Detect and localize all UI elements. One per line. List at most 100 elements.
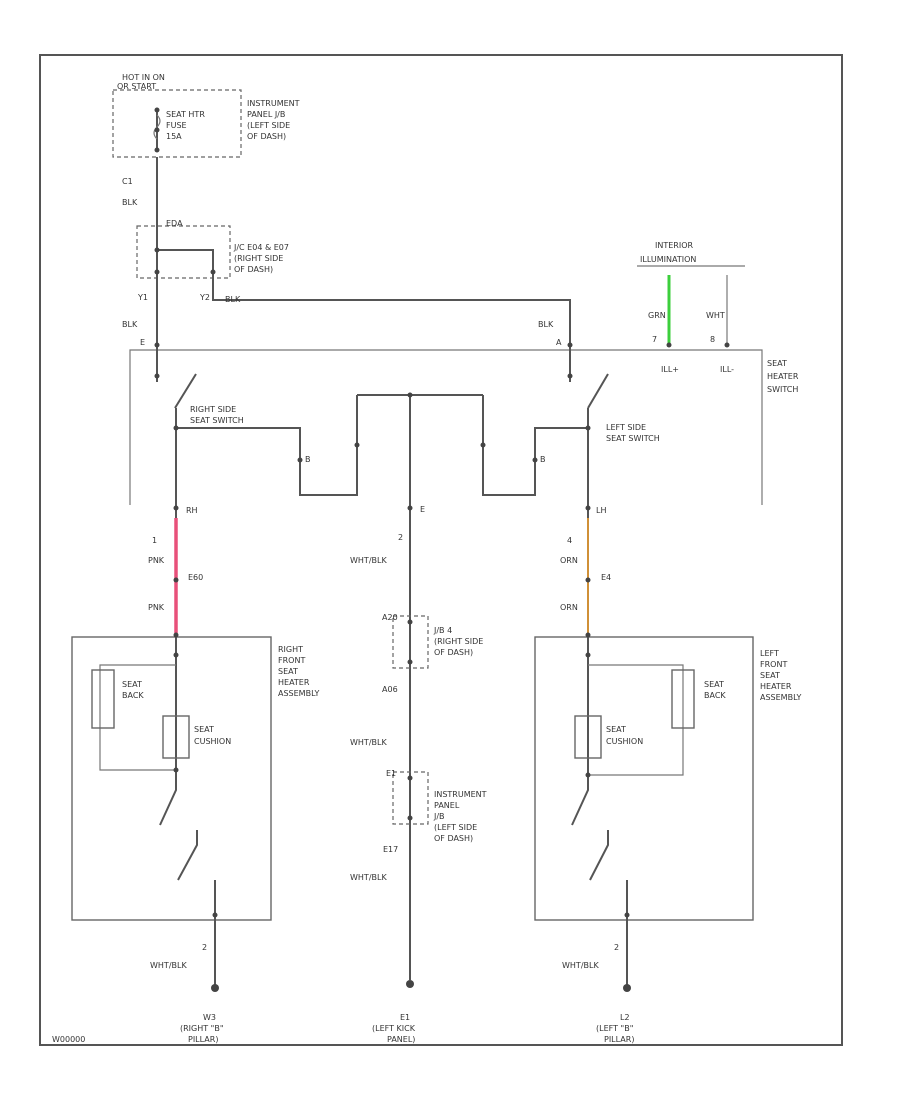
jc-branch (157, 249, 214, 272)
rf-4: HEATER (278, 678, 310, 687)
wire-pnk: PNK (148, 556, 165, 565)
right-switch-1: RIGHT SIDE (190, 405, 236, 414)
ipjb2-4: (LEFT SIDE (434, 823, 477, 832)
interior-2: ILLUMINATION (640, 255, 696, 264)
ipjb-label-1: INSTRUMENT (247, 99, 300, 108)
wire-whtblk-2: WHT/BLK (350, 738, 387, 747)
wire-blk-2: BLK (225, 295, 241, 304)
rf-thermo-2 (177, 830, 198, 881)
rf-cush-2: CUSHION (194, 737, 231, 746)
rf-back-2: BACK (122, 691, 144, 700)
ground-l-2: (LEFT "B" (596, 1024, 633, 1033)
wire-whtblk-5: WHT/BLK (562, 961, 599, 970)
lf-5: ASSEMBLY (760, 693, 801, 702)
pin-e2: E (420, 505, 425, 514)
shs-2: HEATER (767, 372, 799, 381)
rf-loop (99, 664, 176, 771)
pin-a: A (556, 338, 562, 347)
conn-e60: E60 (188, 573, 203, 582)
ground-c-2: (LEFT KICK (372, 1024, 416, 1033)
rf-seat-cushion (162, 715, 190, 759)
left-switch-blade (587, 373, 609, 409)
jc-block (136, 225, 231, 279)
jb4-3: OF DASH) (434, 648, 473, 657)
pin-7: 7 (652, 335, 657, 344)
wire-blk-1: BLK (122, 198, 138, 207)
wire-grn: GRN (648, 311, 666, 320)
ipjb2-block (392, 771, 429, 825)
right-heater-box (71, 636, 272, 921)
left-switch-1: LEFT SIDE (606, 423, 646, 432)
lf-loop (588, 664, 684, 776)
ipjb-label-3: (LEFT SIDE (247, 121, 290, 130)
ground-l-3: PILLAR) (604, 1035, 634, 1044)
conn-e17: E17 (383, 845, 398, 854)
conn-e4: E4 (601, 573, 611, 582)
rf-back-1: SEAT (122, 680, 142, 689)
ground-r-1: W3 (203, 1013, 216, 1022)
fuse-amp: 15A (166, 132, 182, 141)
ipjb-label-4: OF DASH) (247, 132, 286, 141)
right-switch-blade (174, 373, 197, 409)
jc-jb-1: J/C E04 & E07 (233, 243, 289, 252)
rf-cush-1: SEAT (194, 725, 214, 734)
pin-4: 4 (567, 536, 572, 545)
ipjb2-3: J/B (433, 812, 445, 821)
fuse-name-2: FUSE (166, 121, 187, 130)
jb4-block (392, 615, 429, 669)
ipjb2-2: PANEL (434, 801, 460, 810)
interior-1: INTERIOR (655, 241, 694, 250)
wire-orn: ORN (560, 556, 578, 565)
ground-l-1: L2 (620, 1013, 630, 1022)
lf-back-1: SEAT (704, 680, 724, 689)
rf-thermo-1 (159, 770, 177, 826)
pin-lh: LH (596, 506, 606, 515)
conn-a06: A06 (382, 685, 398, 694)
pin-rh: RH (186, 506, 198, 515)
wire-whtblk-1: WHT/BLK (350, 556, 387, 565)
wire-pnk2: PNK (148, 603, 165, 612)
ground-c-3: PANEL) (387, 1035, 415, 1044)
wire-whtblk-4: WHT/BLK (150, 961, 187, 970)
jb4-1: J/B 4 (433, 626, 452, 635)
jc-jb-3: OF DASH) (234, 265, 273, 274)
pin-2: 2 (398, 533, 403, 542)
pin-2a: 2 (202, 943, 207, 952)
ground-r-2: (RIGHT "B" (180, 1024, 224, 1033)
lf-cush-2: CUSHION (606, 737, 643, 746)
jc-jb-2: (RIGHT SIDE (234, 254, 283, 263)
ground-r-3: PILLAR) (188, 1035, 218, 1044)
left-indicator (176, 395, 358, 496)
fuse-name: SEAT HTR (166, 110, 205, 119)
jb-conn: EDA (166, 219, 183, 228)
ipjb2-5: OF DASH) (434, 834, 473, 843)
pin-y1: Y1 (137, 293, 148, 302)
left-switch-2: SEAT SWITCH (606, 434, 660, 443)
shs-1: SEAT (767, 359, 787, 368)
pin-b: B (305, 455, 311, 464)
left-heater-box (534, 636, 754, 921)
lf-1: LEFT (760, 649, 779, 658)
lf-back-2: BACK (704, 691, 726, 700)
lf-2: FRONT (760, 660, 787, 669)
pin-8: 8 (710, 335, 715, 344)
ipjb-label-2: PANEL J/B (247, 110, 285, 119)
lf-seat-cushion (574, 715, 602, 759)
diagram-frame (39, 54, 843, 1046)
pin-2b: 2 (614, 943, 619, 952)
right-indicator (482, 395, 588, 496)
rf-3: SEAT (278, 667, 298, 676)
fuse-block (112, 89, 242, 158)
fuse-zigzag (153, 114, 161, 140)
ipjb2-1: INSTRUMENT (434, 790, 487, 799)
lf-cush-1: SEAT (606, 725, 626, 734)
right-switch-2: SEAT SWITCH (190, 416, 244, 425)
ill-minus: ILL- (720, 365, 734, 374)
rf-5: ASSEMBLY (278, 689, 319, 698)
hot-in-on-label-2: OR START (117, 82, 156, 91)
jb4-2: (RIGHT SIDE (434, 637, 483, 646)
hot-in-on-label: HOT IN ON (122, 73, 165, 82)
footer-code: W00000 (52, 1035, 85, 1044)
wire-c1: C1 (122, 177, 133, 186)
